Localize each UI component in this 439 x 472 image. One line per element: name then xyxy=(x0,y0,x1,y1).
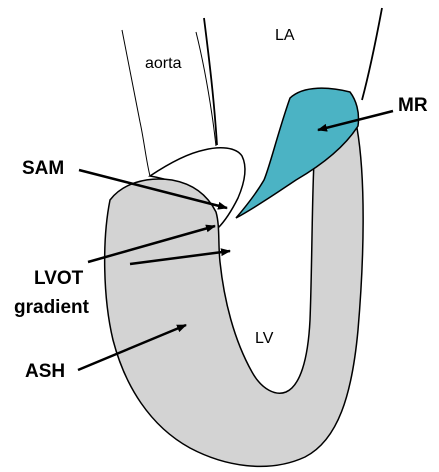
aorta-wall-left xyxy=(122,30,150,176)
label-ash: ASH xyxy=(25,361,65,382)
la-wall-left xyxy=(204,18,217,145)
label-lv: LV xyxy=(255,330,274,347)
label-gradient: gradient xyxy=(14,297,90,318)
label-la: LA xyxy=(275,27,295,44)
la-wall-right xyxy=(362,8,382,100)
label-mr: MR xyxy=(398,95,428,116)
label-sam: SAM xyxy=(22,158,64,179)
label-lvot: LVOT xyxy=(34,268,84,289)
label-aorta: aorta xyxy=(145,55,182,72)
